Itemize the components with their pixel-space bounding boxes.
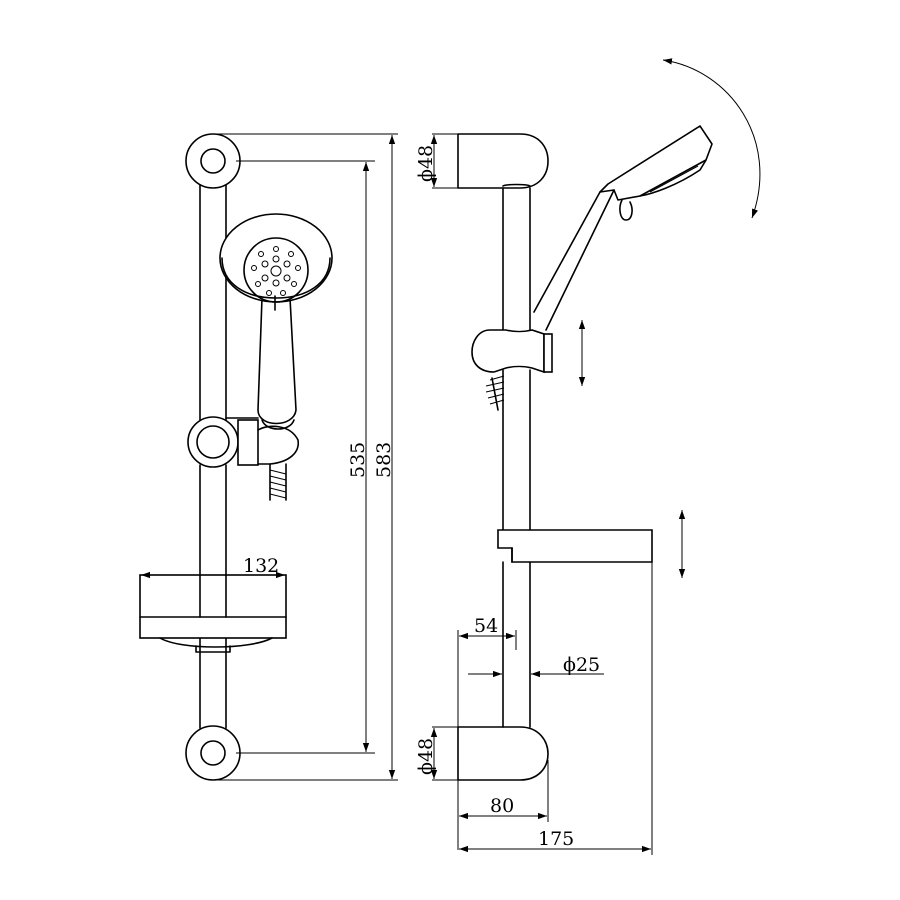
front-view: 132 535 583 — [139, 133, 398, 781]
side-view: ϕ48 ϕ48 54 ϕ25 80 175 — [415, 58, 761, 855]
side-bottom-bracket — [457, 726, 549, 781]
dim-label-535: 535 — [347, 442, 369, 478]
top-bracket-outer — [185, 133, 241, 189]
dim-label-dia25: ϕ25 — [563, 654, 600, 676]
dim-label-132: 132 — [243, 555, 279, 577]
hose — [269, 463, 287, 501]
dim-label-583: 583 — [373, 442, 395, 478]
dim-label-dia48-bottom: ϕ48 — [415, 738, 437, 775]
top-bracket-inner — [200, 148, 226, 174]
side-slider — [471, 329, 545, 374]
spray-face — [243, 237, 309, 303]
slider-knob-outer — [187, 416, 239, 468]
side-hose — [485, 375, 505, 411]
dim-label-54: 54 — [474, 615, 498, 637]
dim-label-dia48-top: ϕ48 — [415, 145, 437, 182]
hand-shower-handle — [257, 297, 297, 425]
spray-nozzles — [251, 246, 301, 296]
slider-knob-inner — [196, 425, 230, 459]
bottom-bracket-inner — [200, 740, 226, 766]
slider-body — [237, 419, 259, 466]
bottom-bracket-outer — [185, 725, 241, 781]
side-top-bracket — [457, 133, 549, 189]
rotation-arc — [662, 58, 761, 219]
soap-dish-underside — [159, 637, 273, 648]
dim-label-80: 80 — [490, 795, 514, 817]
shower-head-rim — [219, 213, 333, 303]
side-hand-shower — [533, 189, 615, 331]
soap-dish — [139, 574, 287, 639]
dim-label-175: 175 — [538, 828, 574, 850]
side-soap-dish — [497, 529, 653, 563]
